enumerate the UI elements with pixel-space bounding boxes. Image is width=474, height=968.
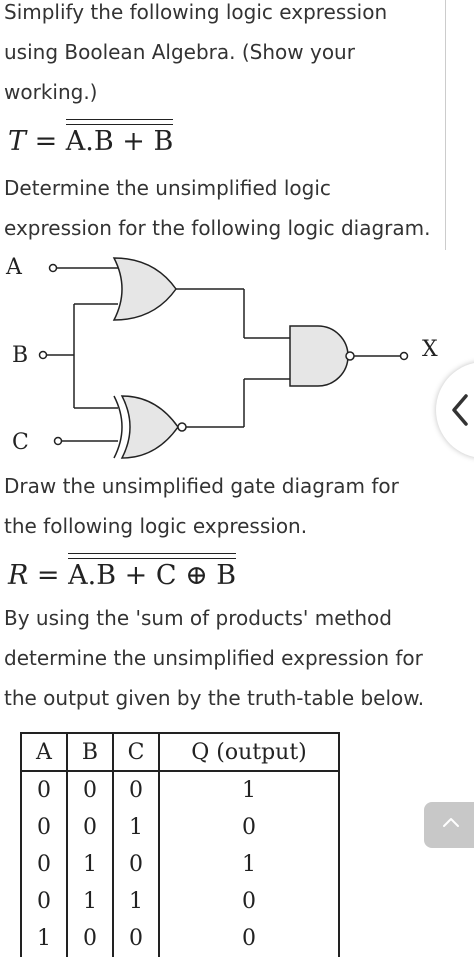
cell-b: 0 xyxy=(66,920,114,957)
chevron-up-icon xyxy=(443,818,459,827)
cell-q: 0 xyxy=(158,809,340,846)
q3-text-line1: Draw the unsimplified gate diagram for xyxy=(4,474,399,498)
table-row: 0 1 1 0 xyxy=(20,883,340,920)
q1-expr-overbar-group: A.B + B xyxy=(65,119,174,157)
input-a-terminal xyxy=(48,263,58,273)
q2-text-line1: Determine the unsimplified logic xyxy=(4,176,331,200)
cell-c: 0 xyxy=(112,920,160,957)
q3-expr-rest: .B + C ⊕ B xyxy=(87,560,237,591)
q1-text-line1: Simplify the following logic expression xyxy=(4,0,388,24)
q4-text-line1: By using the 'sum of products' method xyxy=(4,606,392,630)
cell-a: 0 xyxy=(20,809,68,846)
cell-q: 1 xyxy=(158,771,340,809)
cell-c: 1 xyxy=(112,883,160,920)
header-q: Q (output) xyxy=(158,732,340,772)
xnor-bubble xyxy=(177,422,187,432)
cell-b: 1 xyxy=(66,883,114,920)
chevron-left-icon xyxy=(452,394,468,426)
cell-a: 0 xyxy=(20,883,68,920)
input-a-label: A xyxy=(5,255,23,280)
cell-b: 0 xyxy=(66,809,114,846)
header-c: C xyxy=(112,732,160,772)
scroll-top-button[interactable] xyxy=(424,802,474,848)
cell-q: 0 xyxy=(158,883,340,920)
q3-expr-lhs: R = xyxy=(8,560,69,591)
q1-text-line3: working.) xyxy=(4,80,98,104)
q1-text-line2: using Boolean Algebra. (Show your xyxy=(4,40,355,64)
cell-c: 0 xyxy=(112,771,160,809)
input-c-terminal xyxy=(53,436,63,446)
table-row: 0 0 0 1 xyxy=(20,771,340,809)
cell-c: 0 xyxy=(112,846,160,883)
input-c-label: C xyxy=(12,430,29,455)
cell-a: 0 xyxy=(20,771,68,809)
table-row: 0 1 0 1 xyxy=(20,846,340,883)
cell-a: 1 xyxy=(20,920,68,957)
page-divider xyxy=(445,0,446,250)
input-b-label: B xyxy=(12,343,28,368)
output-x-label: X xyxy=(422,337,438,362)
q1-expr-a-bar: A xyxy=(65,124,86,157)
q3-text-line2: the following logic expression. xyxy=(4,514,308,538)
nand-bubble xyxy=(345,351,355,361)
truth-table-header: A B C Q (output) xyxy=(20,732,340,772)
q3-expression: R = A.B + C ⊕ B xyxy=(8,553,237,591)
table-row: 0 0 1 0 xyxy=(20,809,340,846)
cell-a: 0 xyxy=(20,846,68,883)
q1-expr-mid: .B + xyxy=(85,126,154,157)
q1-expr-b-bar: B xyxy=(153,124,174,157)
truth-table: A B C Q (output) 0 0 0 1 0 0 1 0 0 1 0 1… xyxy=(20,732,340,957)
q4-text-line3: the output given by the truth-table belo… xyxy=(4,686,425,710)
cell-b: 0 xyxy=(66,771,114,809)
q3-expr-a-bar: A xyxy=(68,558,88,591)
header-a: A xyxy=(20,732,68,772)
or-gate xyxy=(112,257,177,321)
q4-text-line2: determine the unsimplified expression fo… xyxy=(4,646,423,670)
xnor-gate xyxy=(120,395,179,459)
nand-gate xyxy=(289,325,349,387)
cell-c: 1 xyxy=(112,809,160,846)
q1-expr-lhs: T = xyxy=(8,126,66,157)
cell-q: 1 xyxy=(158,846,340,883)
q3-expr-overbar-group: A.B + C ⊕ B xyxy=(68,553,237,591)
cell-q: 0 xyxy=(158,920,340,957)
table-row: 1 0 0 0 xyxy=(20,920,340,957)
cell-b: 1 xyxy=(66,846,114,883)
logic-diagram: A B C X xyxy=(5,255,438,459)
header-b: B xyxy=(66,732,114,772)
q1-expression: T = A.B + B xyxy=(8,119,174,157)
q2-text-line2: expression for the following logic diagr… xyxy=(4,216,431,240)
output-x-terminal xyxy=(399,351,409,361)
input-b-terminal xyxy=(38,350,48,360)
